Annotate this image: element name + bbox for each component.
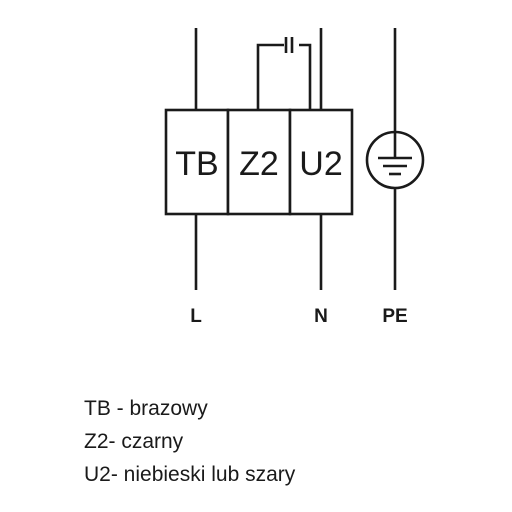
label-earth: PE bbox=[382, 306, 407, 327]
legend-item-z2: Z2- czarny bbox=[84, 430, 184, 453]
label-live: L bbox=[190, 306, 202, 327]
terminal-block: TB Z2 U2 bbox=[164, 108, 354, 216]
ground-icon bbox=[365, 130, 425, 190]
terminal-u2 bbox=[288, 108, 354, 216]
terminal-label-u2: U2 bbox=[299, 145, 342, 183]
label-neutral: N bbox=[314, 306, 328, 327]
terminal-label-tb: TB bbox=[175, 145, 218, 183]
legend-item-u2: U2- niebieski lub szary bbox=[84, 463, 296, 486]
terminal-label-z2: Z2 bbox=[239, 145, 279, 183]
color-legend: TB - brazowy Z2- czarny U2- niebieski lu… bbox=[84, 392, 494, 491]
capacitor-icon bbox=[256, 37, 312, 110]
legend-item-tb: TB - brazowy bbox=[84, 397, 208, 420]
